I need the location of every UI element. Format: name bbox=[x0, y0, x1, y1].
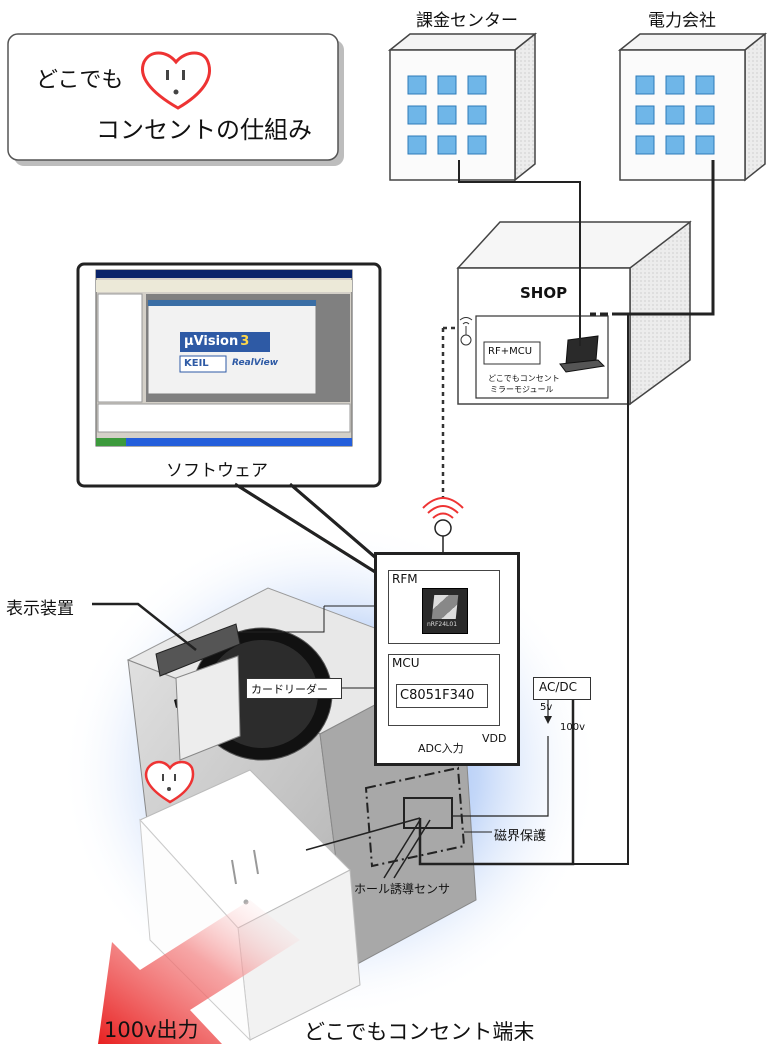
realview-brand: RealView bbox=[232, 358, 279, 368]
title-line-2: コンセントの仕組み bbox=[96, 116, 312, 144]
rfm-leader-2 bbox=[238, 606, 325, 633]
card-reader-label: カードリーダー bbox=[251, 683, 328, 696]
billing-center-label: 課金センター bbox=[416, 11, 518, 31]
rfm-label: RFM bbox=[392, 572, 418, 586]
display-leader bbox=[92, 602, 197, 651]
vdd-line bbox=[452, 736, 549, 817]
display-label: 表示装置 bbox=[6, 599, 74, 619]
mcu-part-label: C8051F340 bbox=[400, 688, 475, 703]
shop-label: SHOP bbox=[520, 284, 568, 302]
card-reader-box bbox=[246, 678, 342, 699]
billing-line bbox=[458, 160, 581, 346]
software-label: ソフトウェア bbox=[166, 461, 268, 481]
rf-mcu-label: RF+MCU bbox=[488, 346, 533, 357]
hall-sensor-label: ホール誘導センサ bbox=[354, 882, 451, 896]
nordic-logo-icon bbox=[431, 595, 459, 619]
acdc-box bbox=[533, 677, 591, 700]
rfm-box bbox=[388, 570, 500, 644]
v100-label: 100v bbox=[560, 722, 586, 733]
antenna-icon bbox=[422, 497, 464, 552]
magnetic-label: 磁界保護 bbox=[494, 829, 547, 844]
title-line-1: どこでも bbox=[36, 68, 124, 93]
arrow-5v bbox=[544, 716, 552, 724]
sensor-label-leader2 bbox=[393, 819, 431, 879]
mcu-label: MCU bbox=[392, 656, 420, 670]
mirror-caption-1: どこでもコンセント bbox=[488, 374, 560, 383]
power-down-line bbox=[573, 314, 629, 865]
mirror-antenna-icon bbox=[459, 317, 473, 346]
power-company-label: 電力会社 bbox=[648, 11, 716, 31]
output-label: 100v出力 bbox=[104, 1018, 199, 1042]
ac-input-line bbox=[418, 700, 575, 866]
terminal-label: どこでもコンセント端末 bbox=[304, 1020, 535, 1044]
billing-center-building bbox=[387, 32, 538, 182]
rf-mcu-box bbox=[483, 341, 541, 365]
vdd-label: VDD bbox=[482, 732, 507, 745]
laptop-icon bbox=[559, 335, 606, 373]
mcu-part-box bbox=[396, 684, 488, 708]
v5-label: 5v bbox=[540, 702, 553, 713]
software-screenshot bbox=[95, 269, 353, 447]
heart-outlet-icon bbox=[141, 51, 211, 110]
power-company-building bbox=[617, 32, 768, 182]
mirror-caption-2: ミラーモジュール bbox=[490, 385, 554, 394]
chip-label: nRF24L01 bbox=[427, 621, 458, 628]
sensor-label-leader bbox=[383, 819, 421, 879]
power-line bbox=[620, 160, 715, 316]
rf-chip-icon: nRF24L01 bbox=[422, 588, 468, 634]
sensor-to-plate-line bbox=[305, 817, 421, 851]
terminal-heart-icon bbox=[144, 760, 195, 804]
output-arrow bbox=[98, 900, 300, 1044]
hall-sensor-box bbox=[403, 797, 453, 829]
keil-brand: KEIL bbox=[184, 358, 209, 369]
magnetic-shield bbox=[364, 766, 466, 868]
acdc-label: AC/DC bbox=[539, 680, 578, 694]
adc-label: ADC入力 bbox=[418, 742, 464, 755]
